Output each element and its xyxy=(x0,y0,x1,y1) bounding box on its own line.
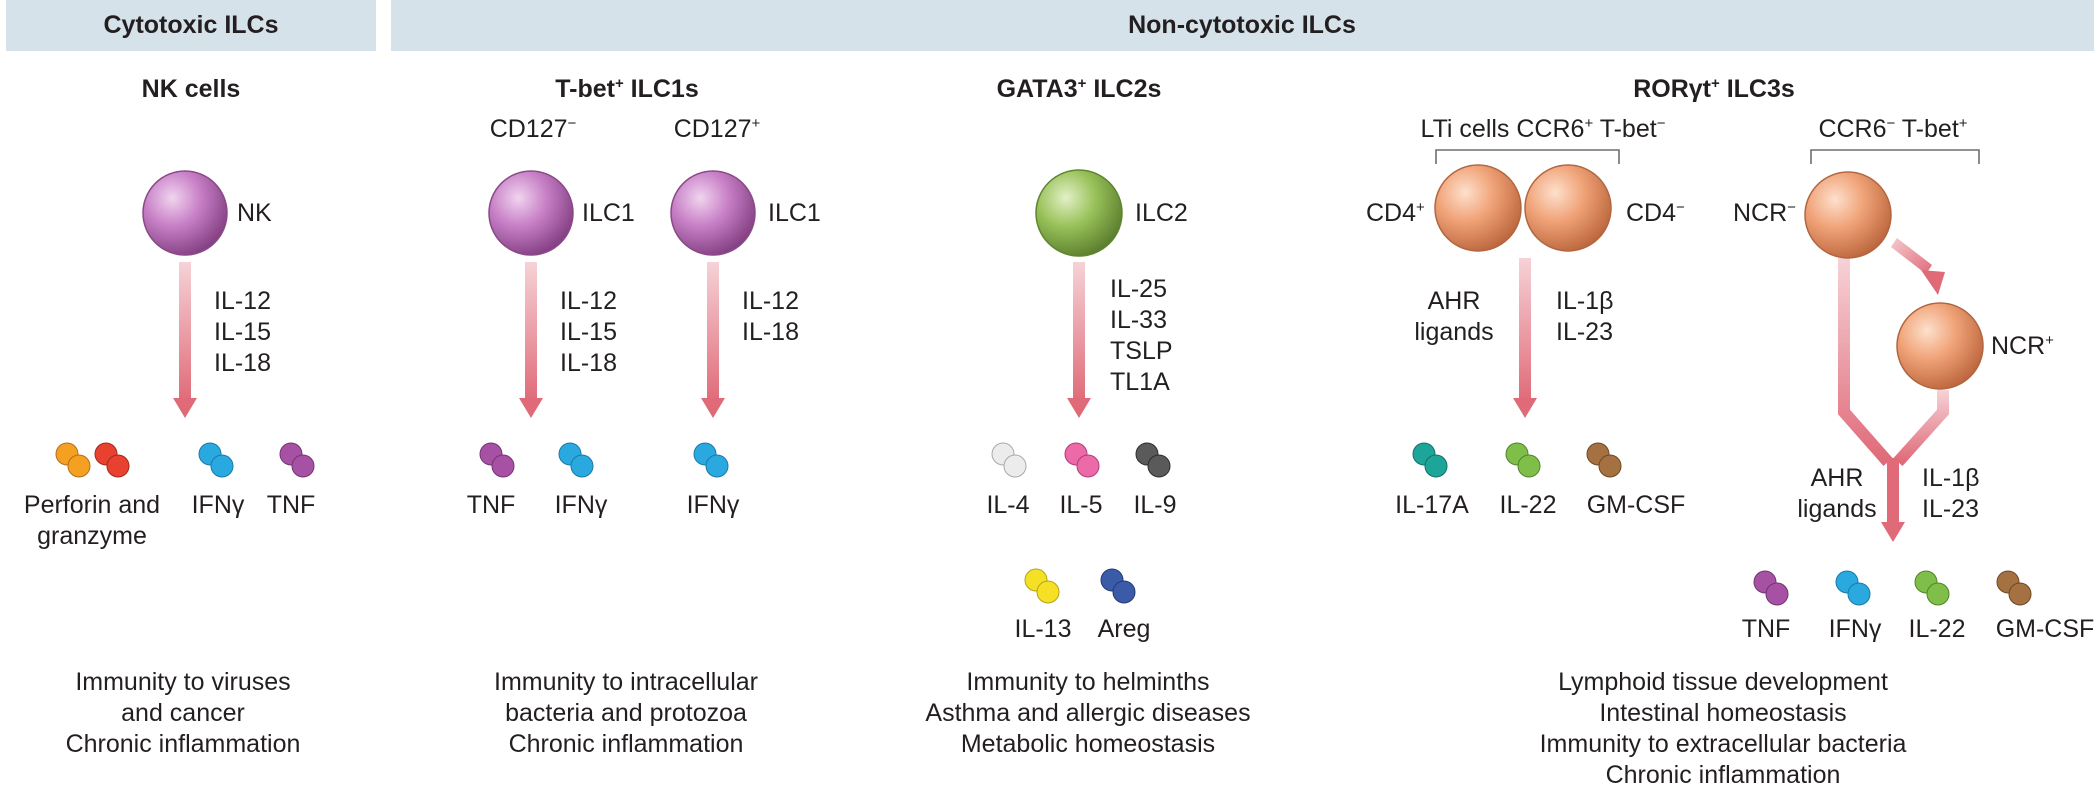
ncr-il22-molecule xyxy=(1914,570,1950,606)
ilc2-cell xyxy=(1035,169,1123,257)
il13-label: IL-13 xyxy=(1015,615,1072,643)
nk-cell-label: NK xyxy=(237,199,272,227)
ccr6neg-subset-label: CCR6− T-bet+ xyxy=(1818,115,1967,143)
ilc1b-cell-label: ILC1 xyxy=(768,199,821,227)
ncr-conversion-arrow xyxy=(1891,238,1945,295)
cytotoxic-header-bar xyxy=(6,0,376,51)
ilc1-group-title: T-bet+ ILC1s xyxy=(555,75,699,103)
ilc1-ifng-label: IFNγ xyxy=(555,491,608,519)
noncytotoxic-header-bar xyxy=(391,0,2094,51)
cd127neg-label: CD127− xyxy=(490,115,577,143)
nk-cell xyxy=(142,170,228,256)
noncytotoxic-header: Non-cytotoxic ILCs xyxy=(1128,11,1356,39)
ilc1-tnf-label: TNF xyxy=(467,491,516,519)
il17a-molecule xyxy=(1412,442,1448,478)
ncrneg-cell xyxy=(1804,171,1892,259)
cd127pos-label: CD127+ xyxy=(674,115,761,143)
ncr-tnf-label: TNF xyxy=(1742,615,1791,643)
ncr-ifng-molecule xyxy=(1835,570,1871,606)
ncr-il22-label: IL-22 xyxy=(1909,615,1966,643)
il5-molecule xyxy=(1064,442,1100,478)
il4-label: IL-4 xyxy=(986,491,1029,519)
lti-subset-label: LTi cells CCR6+ T-bet− xyxy=(1421,115,1666,143)
nk-ifng-label: IFNγ xyxy=(192,491,245,519)
ncr-gmcsf-label: GM-CSF xyxy=(1996,615,2095,643)
ncr-ifng-label: IFNγ xyxy=(1829,615,1882,643)
cytotoxic-header: Cytotoxic ILCs xyxy=(103,11,278,39)
ncrpos-label: NCR+ xyxy=(1991,332,2054,360)
nk-tnf-molecule xyxy=(279,442,315,478)
ncr-gmcsf-molecule xyxy=(1996,570,2032,606)
il9-molecule xyxy=(1135,442,1171,478)
ilc1-tnf-molecule xyxy=(479,442,515,478)
ilc1b-arrow xyxy=(701,262,725,418)
ncrneg-label: NCR− xyxy=(1733,199,1796,227)
ilc2-arrow xyxy=(1067,262,1091,418)
ilc3-group-title: RORγt+ ILC3s xyxy=(1633,75,1795,103)
ilc3-cd4neg-cell xyxy=(1524,164,1612,252)
nk-ifng-molecule xyxy=(198,442,234,478)
ilc2-cell-label: ILC2 xyxy=(1135,199,1188,227)
ilc3-il22-molecule xyxy=(1505,442,1541,478)
il4-molecule xyxy=(991,442,1027,478)
nk-group-title: NK cells xyxy=(142,75,241,103)
ilc3-gmcsf-label: GM-CSF xyxy=(1587,491,1686,519)
ilc2-group-title: GATA3+ ILC2s xyxy=(997,75,1162,103)
ilc3-gmcsf-molecule xyxy=(1586,442,1622,478)
cd4neg-label: CD4− xyxy=(1626,199,1685,227)
ilc1a-cell-label: ILC1 xyxy=(582,199,635,227)
ilc1a-arrow xyxy=(519,262,543,418)
areg-molecule xyxy=(1100,568,1136,604)
ilc1b-ifng-label: IFNγ xyxy=(687,491,740,519)
ilc3-il22-label: IL-22 xyxy=(1500,491,1557,519)
lti-bracket xyxy=(1435,149,1620,164)
il13-molecule xyxy=(1024,568,1060,604)
nk-tnf-label: TNF xyxy=(267,491,316,519)
nk-arrow xyxy=(173,262,197,418)
il17a-label: IL-17A xyxy=(1395,491,1469,519)
ncr-merge-arrow xyxy=(1838,258,1949,542)
ilc3-arrow xyxy=(1513,258,1537,418)
il9-label: IL-9 xyxy=(1133,491,1176,519)
il5-label: IL-5 xyxy=(1059,491,1102,519)
perforin-molecule xyxy=(55,442,91,478)
ilc1b-ifng-molecule xyxy=(693,442,729,478)
ilc1-ifng-molecule xyxy=(558,442,594,478)
areg-label: Areg xyxy=(1098,615,1151,643)
ilc1a-cell xyxy=(488,170,574,256)
ilc3-cd4pos-cell xyxy=(1434,164,1522,252)
granzyme-molecule xyxy=(94,442,130,478)
ccr6neg-bracket xyxy=(1810,149,1980,164)
ncr-tnf-molecule xyxy=(1753,570,1789,606)
cd4pos-label: CD4+ xyxy=(1366,199,1425,227)
ilc1b-cell xyxy=(670,170,756,256)
ncrpos-cell xyxy=(1896,302,1984,390)
